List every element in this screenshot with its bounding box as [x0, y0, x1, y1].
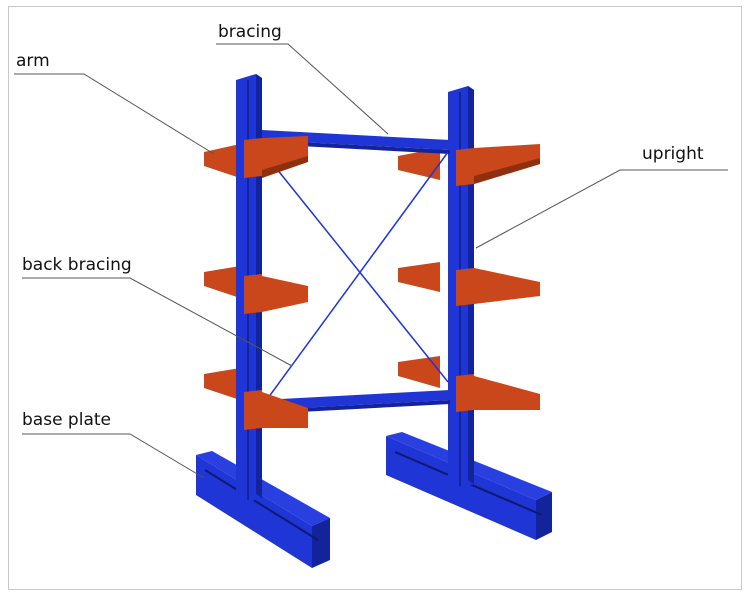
bottom-bracing — [262, 390, 450, 414]
leader-bracing — [216, 43, 389, 135]
top-bracing — [262, 130, 450, 154]
leader-lines — [14, 43, 728, 479]
label-upright: upright — [642, 144, 704, 164]
leader-base-plate — [22, 433, 205, 479]
diagram-frame — [8, 6, 742, 590]
back-bracing-cross — [267, 151, 449, 399]
label-bracing: bracing — [218, 22, 282, 42]
label-base-plate: base plate — [22, 410, 111, 430]
leader-arm — [14, 73, 215, 155]
leader-upright — [475, 169, 728, 249]
label-back-bracing: back bracing — [22, 255, 132, 275]
front-arms — [244, 136, 540, 430]
base-plate-left — [196, 451, 330, 568]
back-arms — [204, 144, 440, 400]
leader-back-bracing — [22, 277, 293, 367]
label-arm: arm — [16, 51, 50, 71]
